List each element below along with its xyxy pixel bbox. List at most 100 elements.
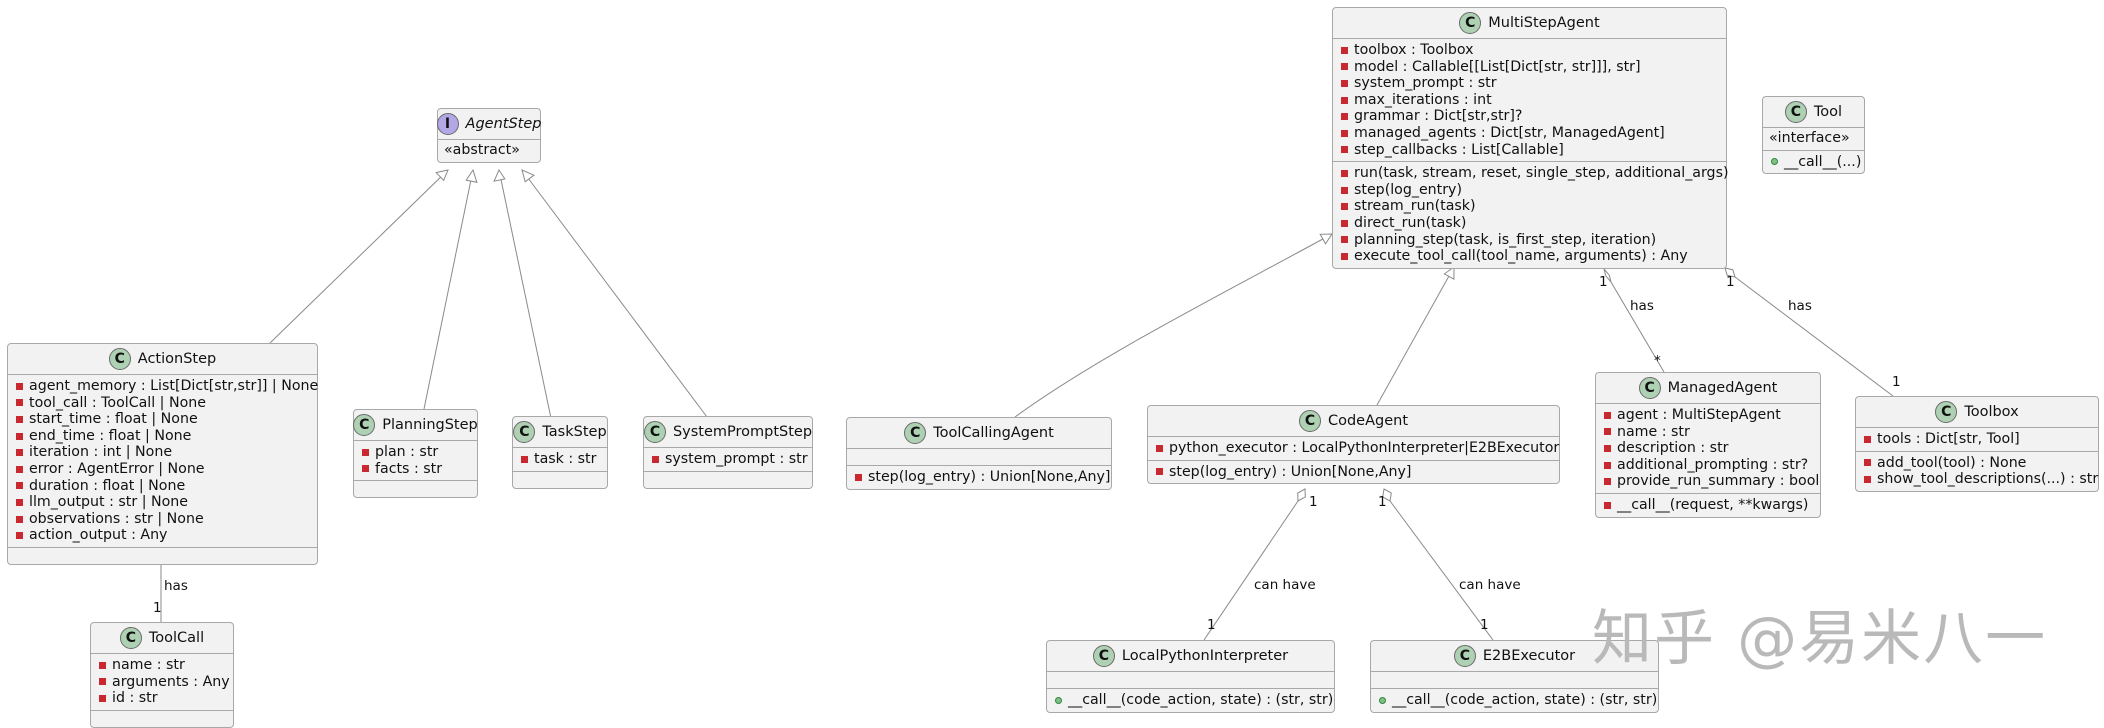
class-header: C Tool — [1763, 97, 1864, 127]
class-planning-step[interactable]: C PlanningStep plan : str facts : str — [353, 409, 478, 499]
field-text: plan : str — [375, 444, 439, 460]
label-multistep-toolbox: has — [1788, 298, 1812, 314]
edge-codeagent-e2b — [1389, 500, 1494, 641]
mult-toolcall-target: 1 — [153, 600, 162, 616]
arrowhead-toolcallingagent — [1319, 233, 1333, 245]
class-system-prompt-step[interactable]: C SystemPromptStep system_prompt : str — [643, 416, 813, 489]
private-method-icon — [1864, 475, 1871, 483]
arrowhead-codeagent — [1443, 266, 1455, 281]
field-text: max_iterations : int — [1354, 91, 1492, 108]
class-action-step[interactable]: C ActionStep agent_memory : List[Dict[st… — [7, 343, 318, 565]
private-field-icon — [362, 448, 369, 456]
label-code-local: can have — [1254, 577, 1316, 593]
private-field-icon — [1341, 46, 1348, 54]
class-badge-icon: C — [904, 422, 927, 444]
field-row: grammar : Dict[str,str]? — [1341, 108, 1718, 125]
class-agent-step[interactable]: I AgentStep «abstract» — [436, 108, 541, 163]
method-row: show_tool_descriptions(...) : str — [1864, 471, 2098, 488]
method-text: step(log_entry) : Union[None,Any] — [868, 469, 1111, 485]
class-header: C ManagedAgent — [1596, 373, 1820, 403]
class-local-python-interpreter[interactable]: C LocalPythonInterpreter __call__(code_a… — [1046, 640, 1335, 713]
field-row: system_prompt : str — [1341, 75, 1718, 92]
interface-badge-icon: I — [436, 113, 459, 135]
method-row: execute_tool_call(tool_name, arguments) … — [1341, 248, 1718, 265]
class-managed-agent[interactable]: C ManagedAgent agent : MultiStepAgent na… — [1595, 372, 1821, 518]
mult-code-e2b-source: 1 — [1378, 494, 1387, 510]
private-field-icon — [1341, 96, 1348, 104]
method-text: __call__(request, **kwargs) — [1617, 496, 1809, 513]
field-text: system_prompt : str — [1354, 75, 1497, 92]
class-multi-step-agent[interactable]: C MultiStepAgent toolbox : Toolbox model… — [1332, 7, 1729, 269]
stereotype: «abstract» — [438, 139, 540, 162]
public-method-icon — [1055, 696, 1062, 704]
mult-toolbox-target: 1 — [1892, 374, 1901, 390]
field-text: tools : Dict[str, Tool] — [1877, 431, 2020, 447]
class-name: CodeAgent — [1327, 412, 1409, 429]
class-header: C Toolbox — [1856, 397, 2098, 427]
field-row: arguments : Any — [99, 674, 230, 691]
method-text: add_tool(tool) : None — [1877, 454, 2027, 471]
method-text: step(log_entry) : Union[None,Any] — [1169, 463, 1412, 480]
fields-section: toolbox : Toolbox model : Callable[[List… — [1333, 38, 1726, 161]
methods-section: __call__(code_action, state) : (str, str… — [1047, 688, 1334, 712]
fields-section: agent : MultiStepAgent name : str descri… — [1596, 403, 1820, 493]
diamond-code-e2b — [1382, 488, 1392, 502]
private-field-icon — [16, 399, 23, 407]
edge-taskstep-agentstep — [498, 169, 553, 424]
class-e2b-executor[interactable]: C E2BExecutor __call__(code_action, stat… — [1370, 640, 1659, 713]
watermark: 知乎 @易米八一 — [1592, 604, 2048, 674]
method-text: __call__(code_action, state) : (str, str… — [1392, 692, 1658, 708]
class-tool[interactable]: C Tool «interface» __call__(...) — [1762, 96, 1865, 175]
label-multistep-managed: has — [1630, 298, 1654, 314]
field-text: step_callbacks : List[Callable] — [1354, 141, 1564, 158]
private-field-icon — [16, 482, 23, 490]
field-text: task : str — [534, 451, 597, 467]
label-actionstep-toolcall: has — [164, 578, 188, 594]
class-code-agent[interactable]: C CodeAgent python_executor : LocalPytho… — [1147, 405, 1560, 485]
class-name: Toolbox — [1964, 403, 2019, 420]
arrowhead-systempromptstep — [521, 169, 535, 183]
class-badge-icon: C — [513, 421, 536, 443]
methods-section: run(task, stream, reset, single_step, ad… — [1333, 161, 1729, 268]
class-badge-icon: C — [119, 627, 142, 649]
private-field-icon — [16, 382, 23, 390]
private-field-icon — [99, 661, 106, 669]
private-method-icon — [855, 473, 862, 481]
class-toolbox[interactable]: C Toolbox tools : Dict[str, Tool] add_to… — [1855, 396, 2099, 492]
arrowhead-taskstep — [493, 168, 506, 182]
field-row: start_time : float | None — [16, 411, 309, 428]
methods-section — [644, 470, 812, 488]
fields-section — [847, 448, 1111, 465]
class-tool-calling-agent[interactable]: C ToolCallingAgent step(log_entry) : Uni… — [846, 417, 1112, 490]
class-header: I AgentStep — [436, 109, 541, 139]
private-field-icon — [1341, 113, 1348, 121]
private-method-icon — [1341, 186, 1348, 194]
method-row: stream_run(task) — [1341, 198, 1718, 215]
field-row: action_output : Any — [16, 527, 309, 544]
class-header: C E2BExecutor — [1371, 641, 1658, 671]
method-text: planning_step(task, is_first_step, itera… — [1354, 231, 1657, 248]
class-name: TaskStep — [542, 423, 607, 440]
fields-section: task : str — [513, 447, 607, 471]
class-tool-call[interactable]: C ToolCall name : str arguments : Any id… — [90, 622, 234, 728]
public-method-icon — [1771, 158, 1778, 166]
method-row: step(log_entry) — [1341, 182, 1718, 199]
field-row: agent : MultiStepAgent — [1604, 407, 1812, 424]
fields-section — [1047, 671, 1334, 688]
field-text: facts : str — [375, 460, 443, 477]
field-text: python_executor : LocalPythonInterpreter… — [1169, 440, 1560, 456]
field-row: task : str — [521, 451, 599, 468]
edge-actionstep-agentstep — [269, 169, 449, 344]
field-row: id : str — [99, 690, 225, 707]
class-task-step[interactable]: C TaskStep task : str — [512, 416, 608, 489]
method-row: __call__(...) — [1771, 154, 1861, 171]
field-row: max_iterations : int — [1341, 92, 1718, 109]
private-field-icon — [16, 465, 23, 473]
method-row: __call__(code_action, state) : (str, str… — [1379, 692, 1657, 709]
class-badge-icon: C — [643, 421, 666, 443]
method-row: __call__(code_action, state) : (str, str… — [1055, 692, 1333, 709]
field-row: description : str — [1604, 440, 1812, 457]
field-row: managed_agents : Dict[str, ManagedAgent] — [1341, 125, 1718, 142]
method-text: show_tool_descriptions(...) : str — [1877, 471, 2099, 488]
field-text: grammar : Dict[str,str]? — [1354, 108, 1523, 125]
